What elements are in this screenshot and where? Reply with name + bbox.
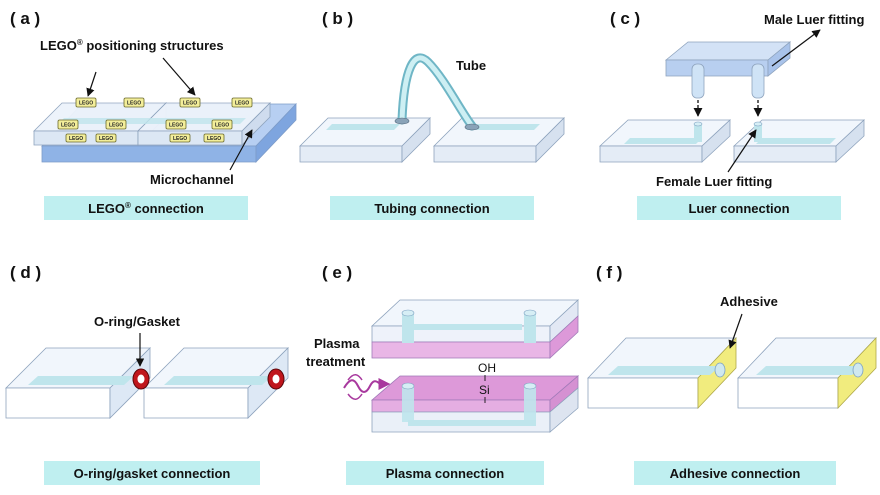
caption-box-e (346, 461, 544, 485)
svg-text:LEGO: LEGO (215, 123, 229, 129)
chem-si: Si (479, 383, 490, 397)
annotation-oring: O-ring/Gasket (94, 314, 181, 329)
lego-stud: LEGO (211, 119, 233, 130)
caption-box-c (637, 196, 841, 220)
svg-text:LEGO: LEGO (99, 136, 113, 142)
chip-left (587, 336, 737, 410)
lego-stud: LEGO (165, 119, 187, 130)
panel-c: ( c ) Male Lu (598, 9, 866, 220)
svg-text:LEGO: LEGO (169, 123, 183, 129)
panel-f: ( f ) Adhesive Adhesive connection (587, 263, 877, 485)
caption-box-b (330, 196, 534, 220)
panel-b-label: ( b ) (322, 9, 353, 28)
annotation-adhesive: Adhesive (720, 294, 778, 309)
annotation-tube: Tube (456, 58, 486, 73)
lego-stud: LEGO (65, 133, 87, 143)
panel-d: ( d ) O-ring/Gasket O-ring/gasket connec (5, 263, 289, 485)
svg-text:LEGO: LEGO (109, 123, 123, 129)
pointer-arrow (86, 71, 97, 97)
lego-stud: LEGO (203, 133, 225, 143)
chip-left (299, 117, 431, 163)
plasma-wave-arrow (343, 378, 391, 393)
svg-text:LEGO: LEGO (127, 101, 141, 107)
o-ring (267, 368, 285, 390)
pointer-arrow (229, 129, 253, 171)
svg-text:LEGO: LEGO (207, 136, 221, 142)
panel-a: ( a ) LEGO LEGO (10, 9, 297, 220)
microchannel (58, 118, 246, 124)
annotation-plasma-2: treatment (306, 354, 366, 369)
chem-oh: OH (478, 361, 496, 375)
chip-left (598, 119, 732, 163)
svg-text:LEGO: LEGO (173, 136, 187, 142)
svg-text:LEGO: LEGO (79, 101, 93, 107)
chip-bottom (370, 375, 580, 433)
pointer-arrow (771, 29, 821, 67)
lego-stud: LEGO (105, 119, 127, 130)
male-luer-fitting (664, 41, 792, 99)
panel-e: ( e ) OH (306, 263, 580, 485)
lego-stud: LEGO (179, 97, 201, 108)
lego-stud: LEGO (75, 97, 97, 108)
chip-right (732, 119, 866, 163)
caption-b: Tubing connection (374, 201, 489, 216)
caption-f: Adhesive connection (670, 466, 801, 481)
caption-e: Plasma connection (386, 466, 505, 481)
panel-c-label: ( c ) (610, 9, 640, 28)
chip-right (433, 117, 565, 163)
pointer-arrow (728, 313, 743, 349)
lego-stud: LEGO (231, 97, 253, 108)
caption-a: LEGO® connection (88, 201, 204, 216)
annotation-male-luer: Male Luer fitting (764, 12, 864, 27)
chip-top (370, 299, 580, 359)
pointer-arrow (162, 57, 196, 96)
chip-right (143, 347, 289, 419)
caption-box-a (44, 196, 248, 220)
svg-text:LEGO: LEGO (235, 101, 249, 107)
pointer-arrow (727, 129, 757, 173)
svg-text:LEGO: LEGO (61, 123, 75, 129)
caption-box-d (44, 461, 260, 485)
lego-stud: LEGO (95, 133, 117, 143)
lego-stud: LEGO (169, 133, 191, 143)
caption-c: Luer connection (688, 201, 789, 216)
chip-left (5, 347, 151, 419)
o-ring (132, 368, 150, 390)
annotation-plasma-1: Plasma (314, 336, 360, 351)
panel-b: ( b ) Tube Tubing connection (299, 9, 565, 220)
caption-d: O-ring/gasket connection (74, 466, 231, 481)
panel-d-label: ( d ) (10, 263, 41, 282)
panel-f-label: ( f ) (596, 263, 622, 282)
lego-stud: LEGO (123, 97, 145, 108)
panel-e-label: ( e ) (322, 263, 352, 282)
panel-a-label: ( a ) (10, 9, 40, 28)
caption-box-f (634, 461, 836, 485)
annotation-female-luer: Female Luer fitting (656, 174, 772, 189)
svg-text:LEGO: LEGO (183, 101, 197, 107)
chip-right (737, 336, 877, 410)
annotation-lego-positioning: LEGO® positioning structures (40, 38, 224, 53)
annotation-microchannel: Microchannel (150, 172, 234, 187)
lego-stud: LEGO (57, 119, 79, 130)
svg-text:LEGO: LEGO (69, 136, 83, 142)
